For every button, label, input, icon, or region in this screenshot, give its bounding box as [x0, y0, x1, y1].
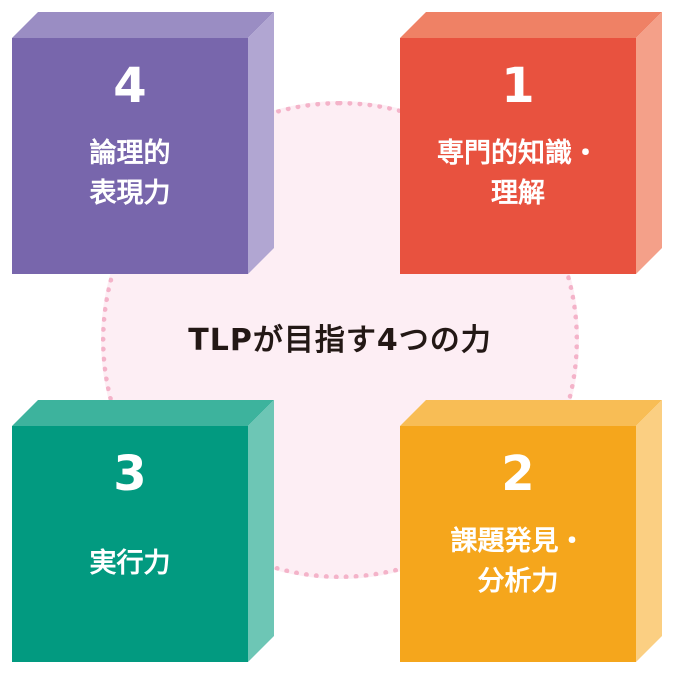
- block-4-front: 4 論理的 表現力: [12, 38, 248, 274]
- block-4: 4 論理的 表現力: [12, 12, 274, 274]
- center-title: TLPが目指す4つの力: [188, 323, 492, 358]
- block-1-number: 1: [501, 58, 535, 114]
- block-2: 2 課題発見・ 分析力: [400, 400, 662, 662]
- block-2-side: [636, 400, 662, 662]
- block-3: 3 実行力: [12, 400, 274, 662]
- block-1-label: 専門的知識・ 理解: [437, 138, 599, 209]
- block-1: 1 専門的知識・ 理解: [400, 12, 662, 274]
- block-1-front: 1 専門的知識・ 理解: [400, 38, 636, 274]
- block-4-side: [248, 12, 274, 274]
- block-2-front: 2 課題発見・ 分析力: [400, 426, 636, 662]
- block-1-side: [636, 12, 662, 274]
- block-4-top: [12, 12, 274, 38]
- block-4-label: 論理的 表現力: [89, 138, 171, 209]
- block-3-number: 3: [113, 446, 147, 502]
- block-1-top: [400, 12, 662, 38]
- block-2-number: 2: [501, 446, 535, 502]
- block-3-top: [12, 400, 274, 426]
- block-3-front: 3 実行力: [12, 426, 248, 662]
- block-3-side: [248, 400, 274, 662]
- block-4-number: 4: [113, 58, 147, 114]
- block-2-label: 課題発見・ 分析力: [450, 526, 586, 597]
- block-3-label: 実行力: [89, 548, 171, 579]
- block-2-top: [400, 400, 662, 426]
